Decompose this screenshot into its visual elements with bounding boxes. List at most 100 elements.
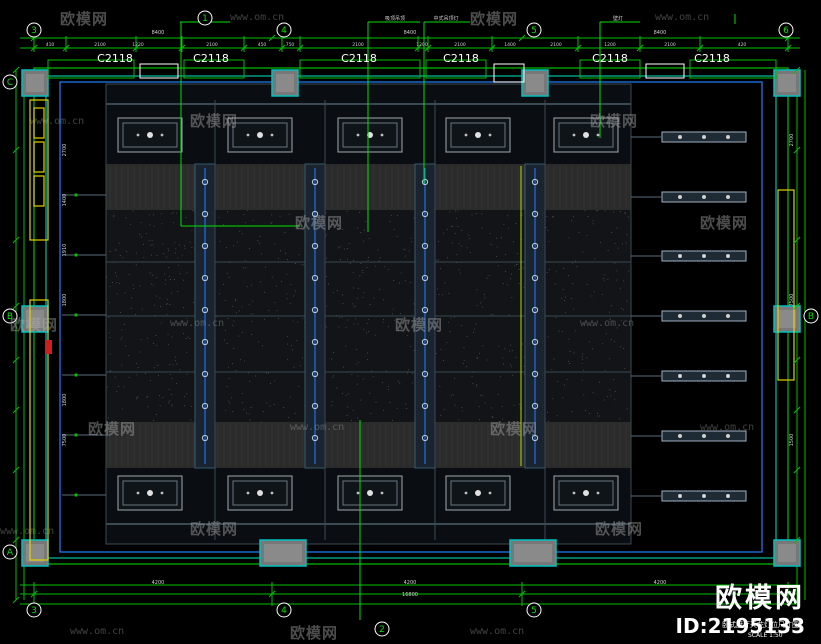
dimension-label: 2100 [352,42,364,48]
window-tag: C2118 [592,52,628,65]
downlight [421,306,429,314]
axis-bubble [526,22,542,38]
downlight [201,370,209,378]
window-tag: C2118 [443,52,479,65]
left-cabinet [29,99,49,561]
downlight [531,274,539,282]
watermark-id: ID:2195133 [675,614,805,638]
right-cabinet [777,189,795,381]
watermark-brand: 欧模网 [295,214,344,232]
downlight [421,274,429,282]
axis-bubble [2,74,18,90]
dimension-label: 4200 [404,580,417,586]
watermark-url: www.om.cn [290,422,345,433]
watermark-url: www.om.cn [580,318,635,329]
dimension-label: 420 [738,42,747,48]
axis-bubble [803,308,819,324]
axis-bubble [778,22,794,38]
axis-bubble [2,544,18,560]
dimension-label: 8400 [404,30,417,36]
downlight [201,338,209,346]
dimension-label: 1220 [132,42,144,48]
dimension-label: 7500 [62,434,68,447]
downlight [311,242,319,250]
axis-bubble [26,602,42,618]
dimension-label: 1400 [62,194,68,207]
axis-bubble-label: 5 [531,606,537,616]
ceiling-light [475,132,481,138]
dimension-label: 16800 [402,592,418,598]
coffer-panels [117,117,619,511]
watermark-url: www.om.cn [30,116,85,127]
ceiling-beams [105,100,632,540]
downlight [311,274,319,282]
window-tag: C2118 [193,52,229,65]
downlight [421,210,429,218]
watermark-brand: 欧模网 [490,420,539,438]
downlight [201,242,209,250]
downlight [311,434,319,442]
axis-bubble-label: 5 [531,26,537,36]
downlight [311,402,319,410]
structural-columns [21,69,801,567]
watermark-brand: 欧模网 [590,112,639,130]
callout-label: 壁灯 [613,15,623,22]
dimension-label: 1500 [789,434,795,447]
drawing-title: 卧式厨厅天花灯位尺寸图 [722,621,799,629]
downlight [421,178,429,186]
dimension-label: 1200 [604,42,616,48]
downlight [531,306,539,314]
dimension-label: 4200 [152,580,165,586]
axis-bubble [276,22,292,38]
downlight [531,370,539,378]
downlight [531,210,539,218]
watermark-brand: 欧模网 [88,420,137,438]
watermark-cartouche: 欧模网 ID:2195133 [675,583,805,639]
ceiling-light [583,132,589,138]
watermark-url: www.om.cn [700,422,755,433]
dimension-label: 2100 [454,42,466,48]
dimension-label: 2100 [550,42,562,48]
dimension-label: 2100 [206,42,218,48]
downlight [531,242,539,250]
watermark-brand: 欧模网 [395,316,444,334]
axis-bubble-label: B [7,312,13,322]
downlight [201,306,209,314]
dimension-label: 1200 [416,42,428,48]
leader-lines [180,14,736,620]
downlight [421,338,429,346]
watermark-logo-text: 欧模网 [715,583,805,614]
callout-label: 吸顶吊顶 [385,16,405,22]
downlight [311,178,319,186]
ceiling-light [257,490,263,496]
downlight [201,434,209,442]
dimension-label: 2100 [664,42,676,48]
dimension-label: 7500 [789,294,795,307]
watermark-brand: 欧模网 [190,112,239,130]
axis-bubble-label: 4 [281,26,287,36]
watermark-url: www.om.cn [655,12,710,23]
downlight [201,402,209,410]
axis-bubble [276,602,292,618]
downlight [311,370,319,378]
ceiling-light [583,490,589,496]
dimension-frame [15,37,806,605]
ceiling-light [257,132,263,138]
dimension-label: 450 [258,42,267,48]
ceiling-light [367,490,373,496]
dimension-label: 1800 [62,294,68,307]
dimension-label: 8400 [654,30,667,36]
downlight [201,274,209,282]
downlight [421,370,429,378]
downlight [531,434,539,442]
watermark-url: www.om.cn [230,12,285,23]
window-tag: C2118 [341,52,377,65]
downlight [311,306,319,314]
watermark-brand: 欧模网 [595,520,644,538]
watermark-url: www.om.cn [470,626,525,637]
watermark-url: www.om.cn [0,526,55,537]
axis-bubble-label: 3 [31,26,37,36]
dimension-label: 4200 [654,580,667,586]
